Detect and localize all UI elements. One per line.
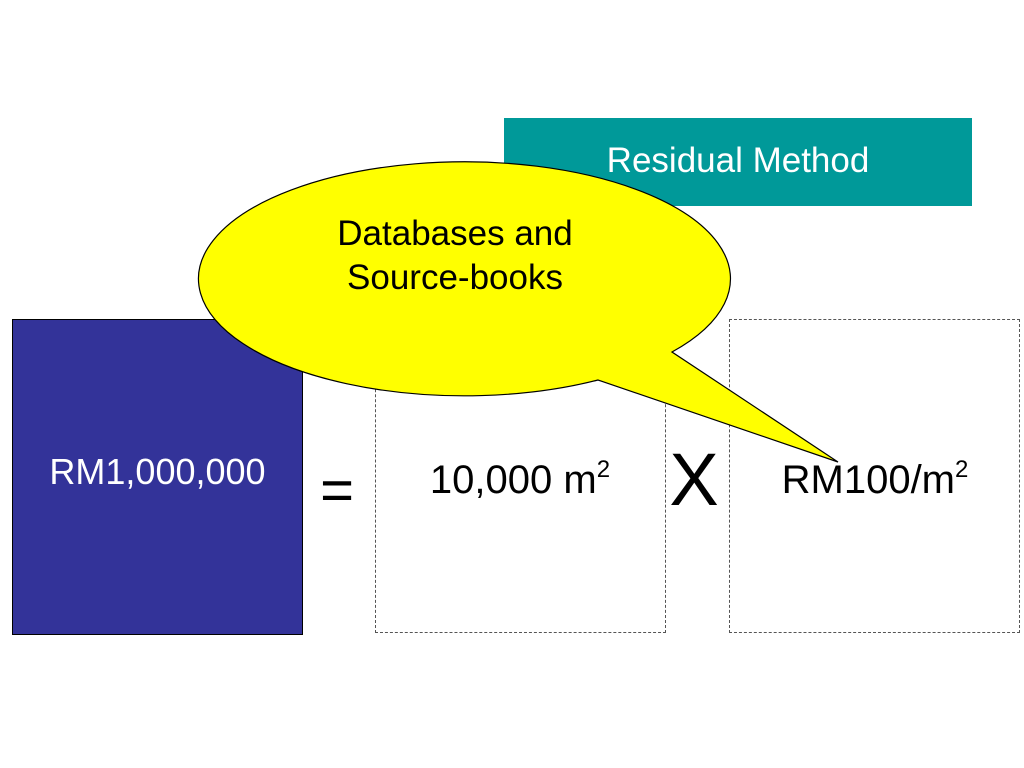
residual-method-header: Residual Method (504, 118, 972, 206)
total-value-box: RM1,000,000 (12, 319, 303, 635)
callout-text: Databases and Source-books (337, 212, 572, 300)
rate-exponent: 2 (955, 456, 969, 483)
equals-sign: = (320, 458, 354, 523)
area-text: 10,000 m2 (429, 456, 611, 503)
multiply-sign: X (669, 438, 719, 521)
callout-line-1: Databases and (337, 214, 573, 253)
total-value-text: RM1,000,000 (49, 451, 266, 492)
area-exponent: 2 (596, 456, 611, 483)
rate-value: RM100/m (781, 458, 956, 502)
callout-line-2: Source-books (347, 258, 563, 297)
area-value: 10,000 m (429, 458, 597, 502)
rate-text: RM100/m2 (781, 456, 969, 503)
header-title: Residual Method (606, 141, 870, 180)
